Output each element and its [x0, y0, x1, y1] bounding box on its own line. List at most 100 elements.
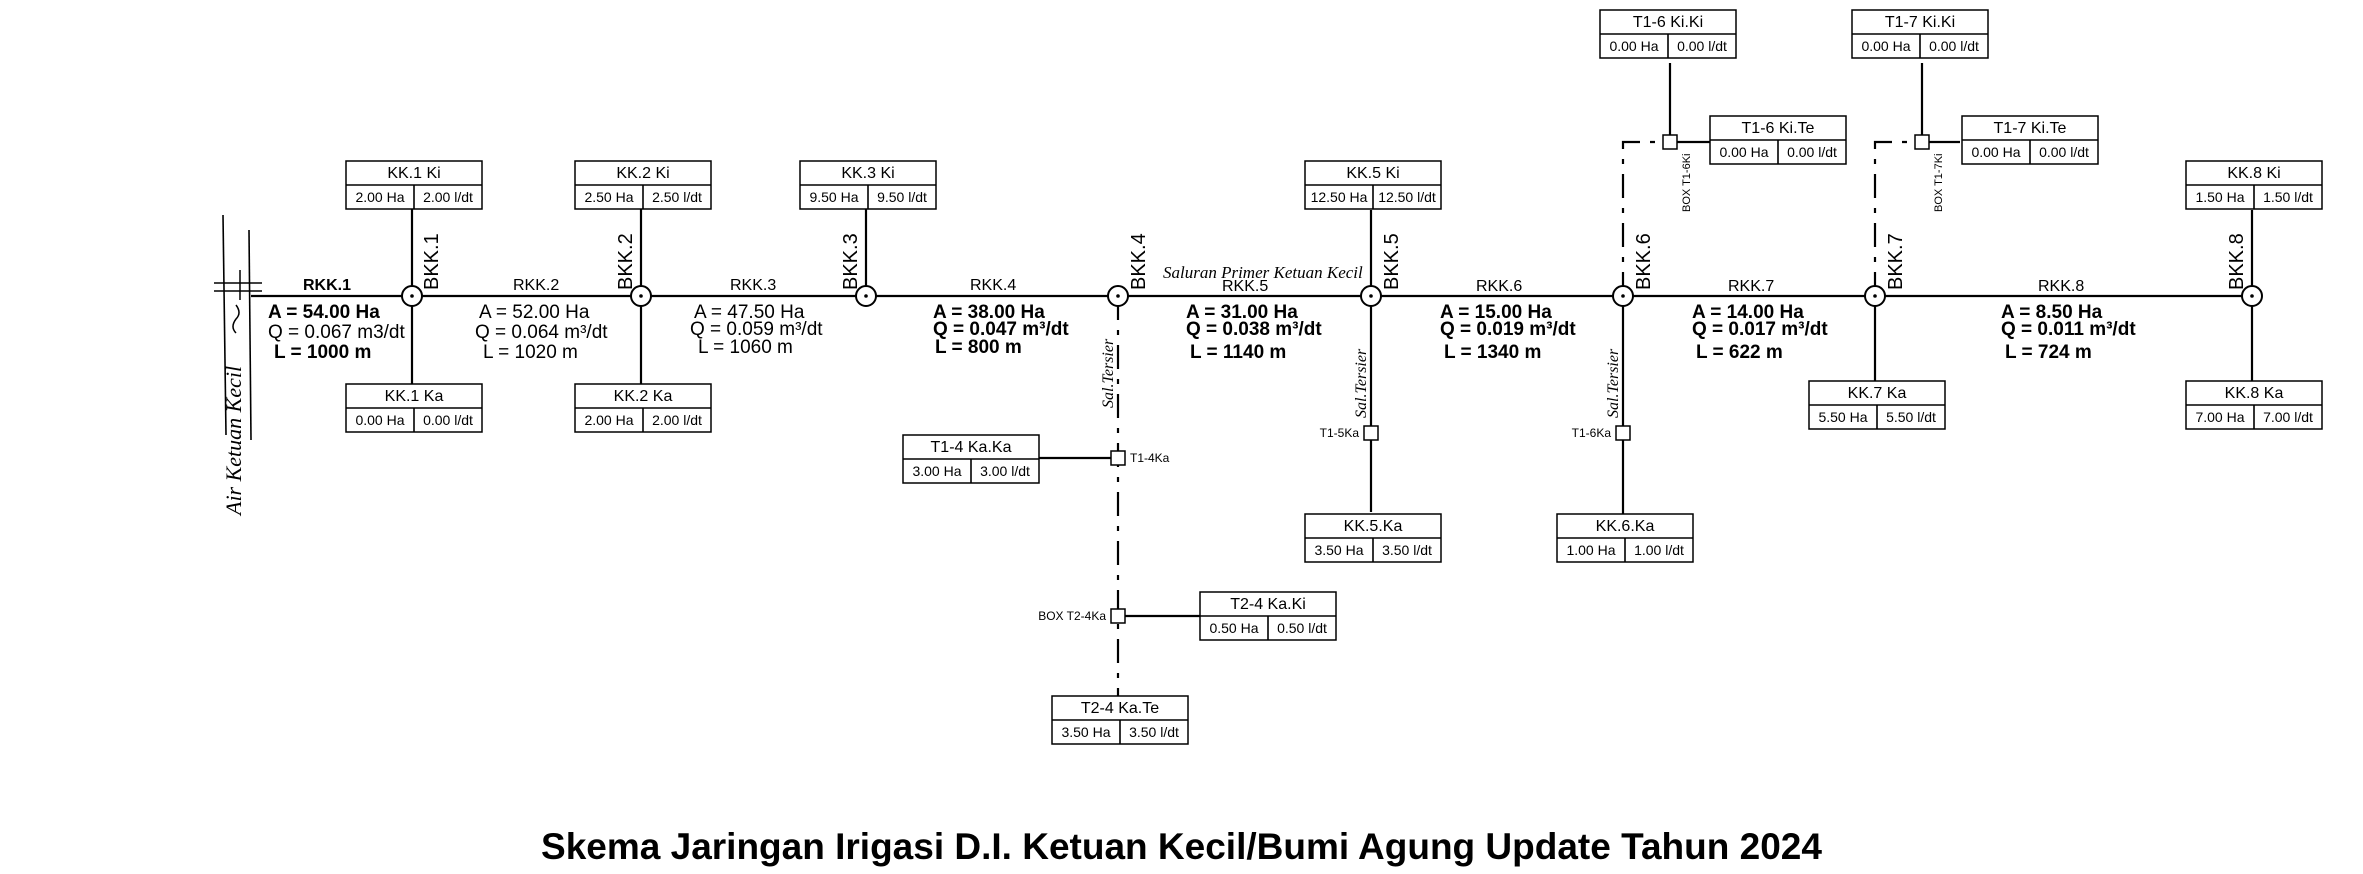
river: Air Ketuan Kecil [214, 214, 262, 517]
reach-rkk-6: RKK.6 A = 15.00 Ha Q = 0.019 m³/dt L = 1… [1440, 278, 1576, 363]
box-t1-7ki-label: BOX T1-7Ki [1933, 154, 1945, 213]
bkk-3-node: BKK.3 [840, 233, 877, 307]
bkk-1-label: BKK.1 [421, 233, 443, 290]
bkk6-tertiary-line [1621, 140, 1662, 296]
reach-labels: RKK.1 A = 54.00 Ha Q = 0.067 m3/dt L = 1… [268, 277, 2136, 363]
box-kk2-ki-area: 2.50 Ha [584, 189, 633, 205]
reach-rkk-7-flow: Q = 0.017 m³/dt [1692, 319, 1828, 340]
tertiary-labels: Sal.Tersier Sal.Tersier Sal.Tersier [1100, 338, 1622, 418]
box-t2-4-kate-name: T2-4 Ka.Te [1081, 700, 1159, 717]
box-t1-7-kiki-area: 0.00 Ha [1861, 38, 1910, 54]
box-kk2-ka-name: KK.2 Ka [614, 388, 673, 405]
bkk-2-node: BKK.2 [615, 233, 652, 307]
primary-canal-label: Saluran Primer Ketuan Kecil [1163, 263, 1363, 282]
bkk-2-label: BKK.2 [615, 233, 637, 290]
box-kk6-ka-flow: 1.00 l/dt [1634, 542, 1684, 558]
river-label: Air Ketuan Kecil [221, 366, 246, 517]
reach-rkk-5-flow: Q = 0.038 m³/dt [1186, 319, 1322, 340]
box-kk5-ki-name: KK.5 Ki [1346, 165, 1399, 182]
box-kk8-ka-area: 7.00 Ha [2195, 409, 2244, 425]
box-kk5-ka-flow: 3.50 l/dt [1382, 542, 1432, 558]
box-kk6-ka-name: KK.6.Ka [1596, 518, 1655, 535]
bkk-6-label: BKK.6 [1633, 233, 1655, 290]
box-kk3-ki-flow: 9.50 l/dt [877, 189, 927, 205]
box-t2-4-kaki-flow: 0.50 l/dt [1277, 620, 1327, 636]
box-kk8-ka-flow: 7.00 l/dt [2263, 409, 2313, 425]
box-t2-4-kate-flow: 3.50 l/dt [1129, 724, 1179, 740]
bkk-6-node: BKK.6 [1612, 233, 1655, 307]
reach-rkk-5-name: RKK.5 [1222, 278, 1268, 295]
bkk-2-dot [639, 294, 643, 298]
t2-4ka-box [1110, 608, 1126, 624]
box-t2-4-kate-area: 3.50 Ha [1061, 724, 1110, 740]
box-t1-6-kiki-flow: 0.00 l/dt [1677, 38, 1727, 54]
box-kk3-ki-area: 9.50 Ha [809, 189, 858, 205]
bkk-3-label: BKK.3 [840, 233, 862, 290]
reach-rkk-3-length: L = 1060 m [698, 337, 793, 358]
tertiary-intakes: T1-4Ka BOX T2-4Ka T1-5Ka T1-6Ka BOX T1-6… [1038, 134, 1945, 624]
box-t1-4-kaka-area: 3.00 Ha [912, 463, 961, 479]
bkk-nodes: BKK.1 BKK.2 BKK.3 BKK.4 BKK.5 BKK.6 [401, 233, 2263, 307]
reach-rkk-3: RKK.3 A = 47.50 Ha Q = 0.059 m³/dt L = 1… [690, 277, 823, 358]
bkk-1-node: BKK.1 [401, 233, 443, 307]
reach-rkk-8-area: A = 8.50 Ha [2001, 302, 2103, 323]
reach-rkk-1-length: L = 1000 m [274, 342, 371, 363]
box-kk5-ka-name: KK.5.Ka [1344, 518, 1403, 535]
reach-rkk-1-flow: Q = 0.067 m3/dt [268, 322, 405, 343]
page-title: Skema Jaringan Irigasi D.I. Ketuan Kecil… [541, 826, 1822, 867]
sal-tersier-label-5: Sal.Tersier [1353, 348, 1370, 418]
reach-rkk-3-flow: Q = 0.059 m³/dt [690, 319, 823, 340]
primary-canal: Saluran Primer Ketuan Kecil [251, 263, 2245, 298]
box-t1-4-kaka-flow: 3.00 l/dt [980, 463, 1030, 479]
reach-rkk-2-name: RKK.2 [513, 277, 559, 294]
reach-rkk-4-flow: Q = 0.047 m³/dt [933, 319, 1069, 340]
box-kk6-ka-area: 1.00 Ha [1566, 542, 1615, 558]
box-kk2-ka-area: 2.00 Ha [584, 412, 633, 428]
reach-rkk-8-flow: Q = 0.011 m³/dt [2001, 319, 2136, 340]
box-t1-7-kite-flow: 0.00 l/dt [2039, 144, 2089, 160]
box-t1-7-kite-name: T1-7 Ki.Te [1994, 120, 2067, 137]
reach-rkk-7-length: L = 622 m [1696, 342, 1783, 363]
reach-rkk-2-flow: Q = 0.064 m³/dt [475, 322, 608, 343]
bkk-5-label: BKK.5 [1381, 233, 1403, 290]
reach-rkk-1: RKK.1 A = 54.00 Ha Q = 0.067 m3/dt L = 1… [268, 277, 405, 363]
box-kk8-ki-flow: 1.50 l/dt [2263, 189, 2313, 205]
box-kk7-ka-area: 5.50 Ha [1818, 409, 1867, 425]
river-bank-right [248, 229, 252, 441]
box-kk6-ka: KK.6.Ka 1.00 Ha 1.00 l/dt [1556, 513, 1694, 563]
reach-rkk-4-area: A = 38.00 Ha [933, 302, 1045, 323]
box-t1-7-kiki-flow: 0.00 l/dt [1929, 38, 1979, 54]
box-kk3-ki-name: KK.3 Ki [841, 165, 894, 182]
box-t1-6ki-label: BOX T1-6Ki [1681, 154, 1693, 213]
bkk-3-dot [864, 294, 868, 298]
reach-rkk-2-area: A = 52.00 Ha [479, 302, 590, 323]
reach-rkk-3-area: A = 47.50 Ha [694, 302, 805, 323]
reach-rkk-3-name: RKK.3 [730, 277, 776, 294]
box-kk5-ki-flow: 12.50 l/dt [1378, 189, 1436, 205]
t1-5ka-box [1363, 425, 1379, 441]
t1-6ka-label: T1-6Ka [1572, 426, 1612, 440]
bkk-4-node: BKK.4 [1107, 233, 1150, 307]
box-kk7-ka-flow: 5.50 l/dt [1886, 409, 1936, 425]
t2-4ka-label: BOX T2-4Ka [1038, 609, 1106, 623]
reach-rkk-2: RKK.2 A = 52.00 Ha Q = 0.064 m³/dt L = 1… [475, 277, 608, 363]
bkk-5-node: BKK.5 [1360, 233, 1403, 307]
reach-rkk-1-area: A = 54.00 Ha [268, 302, 380, 323]
bkk7-tertiary-line [1873, 140, 1914, 296]
box-kk2-ka: KK.2 Ka 2.00 Ha 2.00 l/dt [574, 383, 712, 433]
river-bank-left [222, 214, 227, 436]
sal-tersier-label-6: Sal.Tersier [1605, 348, 1622, 418]
box-kk1-ki-flow: 2.00 l/dt [423, 189, 473, 205]
t1-4ka-box [1110, 450, 1126, 466]
box-kk2-ka-flow: 2.00 l/dt [652, 412, 702, 428]
bkk-6-dot [1621, 294, 1625, 298]
box-t1-7ki [1914, 134, 1930, 150]
